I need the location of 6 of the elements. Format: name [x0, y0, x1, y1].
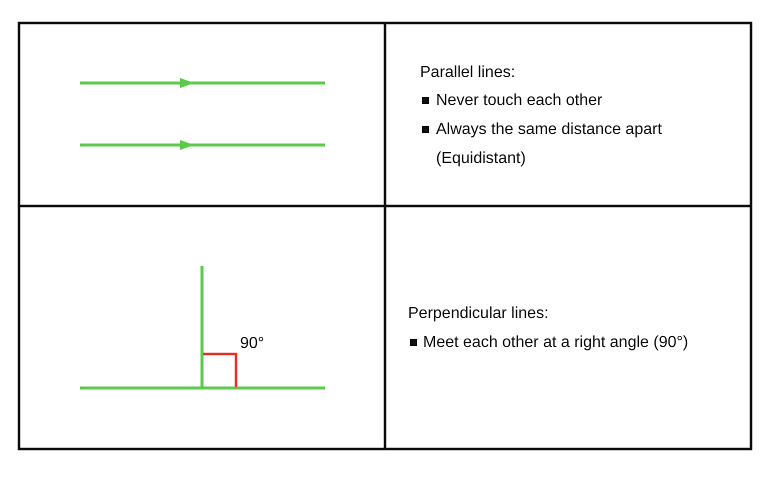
- bullet-text: Always the same distance apart (Equidistant): [436, 120, 663, 169]
- angle-label: 90°: [240, 334, 264, 354]
- heading: Parallel lines:: [420, 63, 516, 83]
- heading: Perpendicular lines:: [408, 304, 549, 324]
- bullet-text: Never touch each other: [436, 91, 602, 111]
- bullet-text: Meet each other at a right angle (90°): [423, 333, 688, 353]
